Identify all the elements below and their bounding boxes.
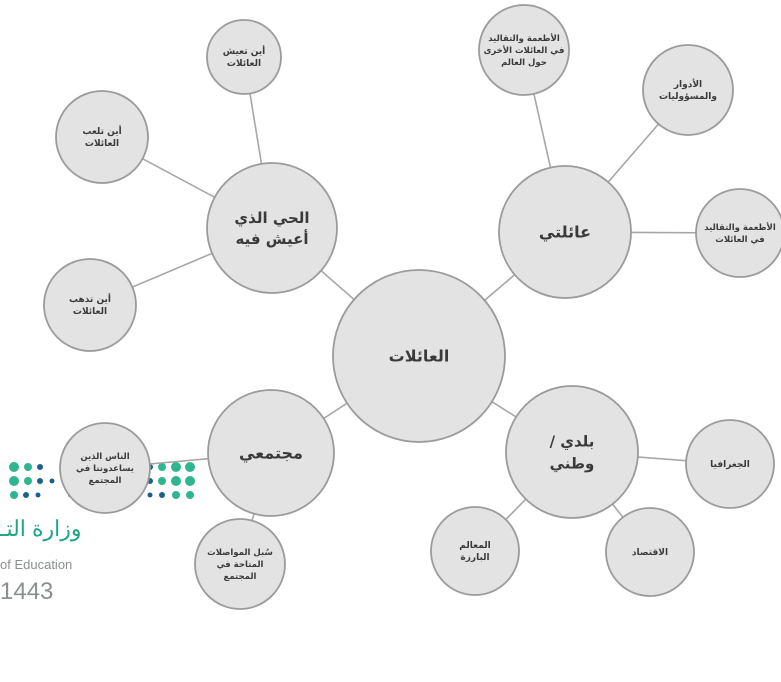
logo-dot (172, 491, 180, 499)
leaf-node-label-line: الأطعمة والتقاليد (704, 222, 776, 233)
logo-dot (35, 492, 41, 498)
hub-node-label-line: أعيش فيه (236, 229, 309, 248)
hub-node-label-line: وطني (550, 454, 595, 472)
hub-node-circle (206, 162, 338, 294)
leaf-node-circle (685, 419, 775, 509)
leaf-node-circle (642, 44, 734, 136)
leaf-node-roles: الأدوار والمسؤوليات (642, 44, 734, 136)
logo-dot (10, 491, 18, 499)
center-node-label-line: العائلات (389, 347, 450, 366)
logo-dot (24, 477, 32, 485)
logo-dot (37, 464, 43, 470)
leaf-node-label-line: يساعدوننا في (76, 464, 134, 474)
logo-dots-icon (9, 462, 195, 499)
hub-node-label-line: الحي الذي (234, 209, 309, 228)
leaf-node-label-line: الأطعمة والتقاليد (488, 33, 560, 44)
leaf-node-helpers: الناس الذين يساعدوننا في المجتمع (59, 422, 151, 514)
logo-dot (158, 477, 166, 485)
logo-dot (158, 463, 166, 471)
leaf-node-circle (55, 90, 149, 184)
center-node-circle (332, 269, 506, 443)
leaf-node-label-line: العائلات (85, 139, 119, 149)
logo-dot (24, 463, 32, 471)
leaf-node-circle (43, 258, 137, 352)
leaf-node-label-line: الأدوار (673, 78, 702, 90)
leaf-node-circle (605, 507, 695, 597)
leaf-node-economy: الاقتصاد (605, 507, 695, 597)
leaf-node-circle (478, 4, 570, 96)
logo-dot (185, 476, 195, 486)
leaf-node-geography: الجغرافيا (685, 419, 775, 509)
leaf-node-transport: سُبل المواصلات المتاحة في المجتمع (194, 518, 286, 610)
leaf-node-circle (206, 19, 282, 95)
logo-dot (9, 462, 19, 472)
logo-dot (171, 476, 181, 486)
leaf-node-circle (695, 188, 781, 278)
leaf-node-label-line: والمسؤوليات (659, 92, 717, 102)
leaf-node-where-play: أين تلعب العائلات (55, 90, 149, 184)
center-node-families: العائلات (332, 269, 506, 443)
leaf-node-label-line: أين تلعب (82, 125, 121, 137)
leaf-node-label-line: المتاحة في (217, 560, 264, 570)
leaf-node-label-line: الاقتصاد (632, 548, 668, 558)
hub-node-label-line: بلدي / (550, 432, 595, 451)
hub-node-circle (505, 385, 639, 519)
leaf-node-label-line: في العائلات الأخرى (484, 45, 565, 56)
leaf-node-circle (194, 518, 286, 610)
leaf-node-label-line: أين تعيش (223, 45, 266, 57)
logo-dot (185, 462, 195, 472)
hub-node-circle (207, 389, 335, 517)
leaf-node-label-line: العائلات (227, 59, 261, 69)
logo-arabic-name: وزارة التـ (0, 516, 82, 541)
leaf-node-label-line: في العائلات (715, 235, 764, 245)
logo-dot (37, 478, 43, 484)
logo-dot (171, 462, 181, 472)
leaf-node-label-line: سُبل المواصلات (207, 548, 273, 558)
leaf-node-where-go: أين تذهب العائلات (43, 258, 137, 352)
logo-dot (186, 491, 194, 499)
leaf-node-label-line: حول العالم (501, 58, 547, 68)
leaf-node-landmarks: المعالم البارزة (430, 506, 520, 596)
logo-dot (159, 492, 165, 498)
leaf-node-family-foods: الأطعمة والتقاليد في العائلات (695, 188, 781, 278)
hub-node-label-line: عائلتي (539, 223, 591, 243)
leaf-node-circle (59, 422, 151, 514)
logo-dot (23, 492, 29, 498)
hub-node-community: مجتمعي (207, 389, 335, 517)
leaf-node-label-line: المعالم (459, 541, 490, 551)
leaf-node-label-line: أين تذهب (69, 293, 111, 305)
logo-dot (49, 478, 55, 484)
logo-english-name: of Education (0, 557, 73, 572)
leaf-node-label-line: المجتمع (224, 572, 257, 582)
leaf-node-label-line: الجغرافيا (710, 460, 750, 470)
hub-node-my-family: عائلتي (498, 165, 632, 299)
hub-node-label-line: مجتمعي (239, 444, 303, 464)
hub-node-country: بلدي / وطني (505, 385, 639, 519)
logo-dot (9, 476, 19, 486)
leaf-node-label-line: البارزة (460, 553, 489, 563)
leaf-node-label-line: العائلات (73, 307, 107, 317)
leaf-node-label-line: المجتمع (89, 476, 122, 486)
leaf-node-circle (430, 506, 520, 596)
hub-node-circle (498, 165, 632, 299)
leaf-node-where-live: أين تعيش العائلات (206, 19, 282, 95)
logo-dot (147, 492, 153, 498)
leaf-node-label-line: الناس الذين (80, 452, 129, 462)
logo-year: 1443 (0, 578, 54, 605)
